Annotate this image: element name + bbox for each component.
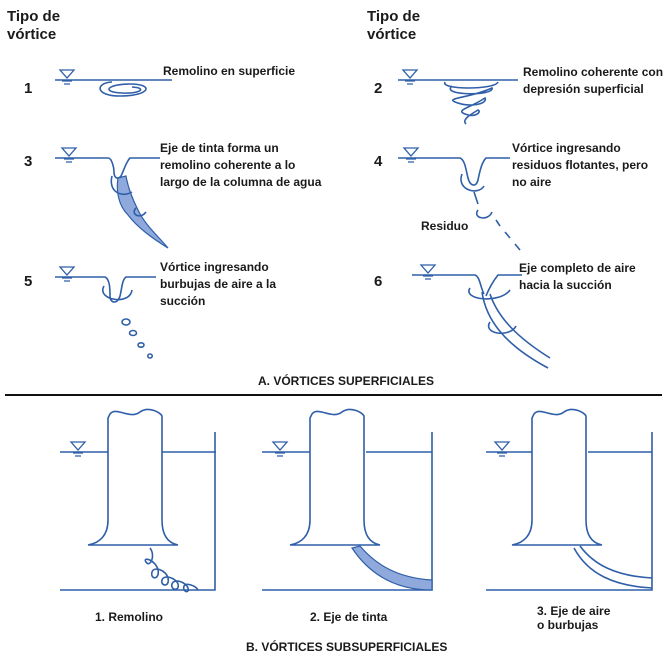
air-core-edge [573,547,653,589]
water-level-symbol [59,69,75,85]
air-core-edge [489,293,551,359]
intake-pipe [289,408,381,546]
header-right-line2: vórtice [367,26,417,43]
air-core-edge [481,291,549,369]
desc-line: hacia la succión [519,278,612,292]
water-surface-dimple [412,274,522,297]
vortex-type-1-description: Remolino en superficie [163,63,295,80]
water-surface-dimple [55,276,156,303]
swirl-ring [133,207,147,217]
desc-line: Remolino coherente con [523,65,664,79]
caption-remolino: 1. Remolino [95,610,163,624]
vortex-2-drawing [398,69,518,125]
intake-pipe [511,408,603,546]
water-level-symbol [494,441,510,457]
water-level-symbol [420,264,436,280]
swirl-ring [487,321,517,334]
desc-line: remolino coherente a lo [160,158,296,172]
caption-line: 3. Eje de aire [537,604,611,618]
dye-core [116,175,169,249]
water-level-symbol [59,266,75,282]
vortex-type-5-description: Vórtice ingresando burbujas de aire a la… [160,259,276,310]
subsurface-3-drawing [486,408,653,591]
subsurface-swirl [144,547,199,593]
residue-label: Residuo [421,219,469,233]
vortex-type-3-number: 3 [24,153,33,170]
caption-line: 1. Remolino [95,610,164,624]
vortex-type-4-description: Vórtice ingresando residuos flotantes, p… [512,140,648,191]
desc-line: Remolino en superficie [163,64,296,78]
air-bubble [121,318,131,326]
vortex-type-3-description: Eje de tinta forma un remolino coherente… [160,140,321,191]
vortex-type-2-description: Remolino coherente con depresión superfi… [523,64,663,98]
swirl-ring [468,287,511,300]
vortex-type-2-number: 2 [374,80,383,97]
vortex-1-drawing [55,69,172,97]
water-level-symbol [61,147,77,163]
desc-line: Eje de tinta forma un [160,141,279,155]
header-left-line1: Tipo de [7,8,61,25]
desc-line: Vórtice ingresando [512,141,621,155]
vortex-5-drawing [55,266,156,359]
desc-line: no aire [512,175,552,189]
vortex-6-drawing [412,264,551,369]
water-surface-dimple [55,157,160,179]
desc-line: Eje completo de aire [519,261,636,275]
funnel-swirl [444,81,499,125]
air-bubble [128,329,138,337]
tank-wall [262,432,433,591]
air-bubble [137,341,145,348]
desc-line: residuos flotantes, pero [512,158,649,172]
vortex-type-6-number: 6 [374,273,383,290]
air-bubble [147,353,154,359]
section-a-title: A. VÓRTICES SUPERFICIALES [258,374,435,388]
caption-line: 2. Eje de tinta [310,610,388,624]
subsurface-2-drawing [262,408,433,591]
caption-eje-de-tinta: 2. Eje de tinta [310,610,387,624]
swirl-ring [110,175,133,196]
desc-line: depresión superficial [523,82,644,96]
caption-line: o burbujas [537,618,599,632]
vortex-type-4-number: 4 [374,153,383,170]
caption-eje-de-aire: 3. Eje de aire o burbujas [537,604,610,632]
residue-swirl [475,209,493,219]
dye-core [351,545,433,591]
header-right: Tipo de vórtice [367,8,420,44]
desc-line: succión [160,294,206,308]
vortex-3-drawing [55,147,169,249]
water-level-symbol [70,441,86,457]
subsurface-1-drawing [60,408,216,593]
swirl-ring [460,173,485,192]
water-surface-dimple [398,157,510,186]
debris-dashes [495,219,521,251]
header-right-line1: Tipo de [367,8,421,25]
header-left: Tipo de vórtice [7,8,60,44]
desc-line: largo de la columna de agua [160,175,322,189]
vortex-type-1-number: 1 [24,80,33,97]
vortex-4-drawing [398,147,521,251]
desc-line: Vórtice ingresando [160,260,269,274]
section-b-title: B. VÓRTICES SUBSUPERFICIALES [246,640,448,654]
header-left-line2: vórtice [7,26,57,43]
swirl-ring [102,285,133,301]
water-level-symbol [272,441,288,457]
vortex-type-5-number: 5 [24,273,33,290]
water-level-symbol [403,147,419,163]
surface-swirl [99,81,147,97]
water-level-symbol [402,69,418,85]
vortex-type-6-description: Eje completo de aire hacia la succión [519,260,636,294]
desc-line: burbujas de aire a la [160,277,277,291]
intake-pipe [87,408,179,546]
tank-wall [486,432,653,591]
tank-wall [60,432,216,591]
air-core-edge [579,545,653,579]
debris-path [473,191,479,205]
